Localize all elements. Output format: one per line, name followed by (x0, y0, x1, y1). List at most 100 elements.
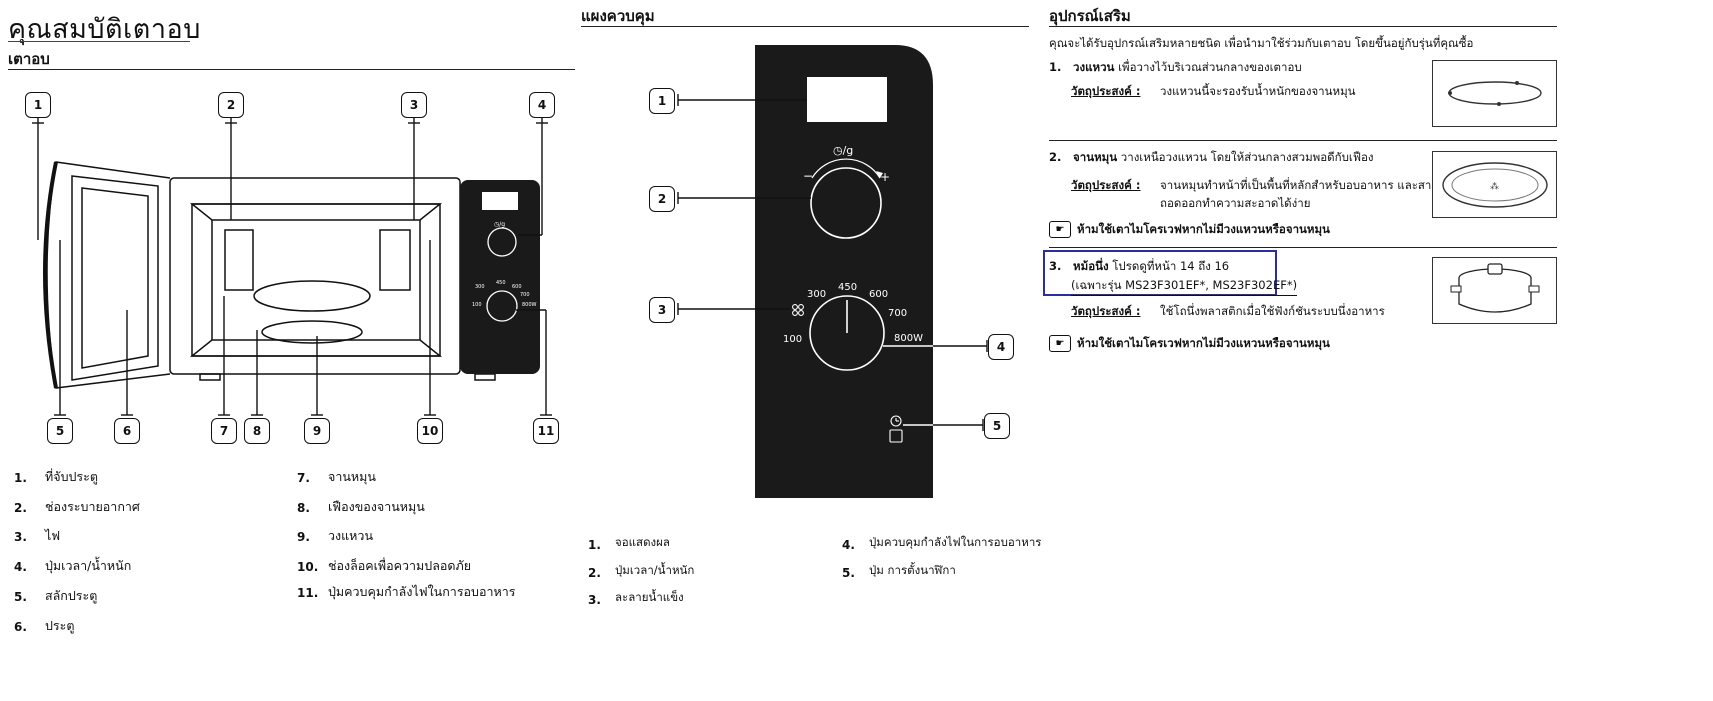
panel-callout-3: 3 (649, 297, 675, 323)
oven-diagram: ◷/g 300 450 600 700 800W 100 (32, 117, 552, 416)
list-item-text: ปุ่มเวลา/น้ำหนัก (615, 563, 695, 577)
purpose-label: วัตถุประสงค์ : (1071, 304, 1141, 318)
callout-1: 1 (25, 92, 51, 118)
callout-11: 11 (533, 418, 559, 444)
warning-2: ☛ ห้ามใช้เตาไมโครเวฟหากไม่มีวงแหวนหรือจาน… (1049, 335, 1330, 353)
control-panel-rule (581, 26, 1029, 27)
accessory-item-3: 3. หม้อนึ่ง โปรดดูที่หน้า 14 ถึง 16 (1049, 258, 1229, 276)
panel-callout-1: 1 (649, 88, 675, 114)
list-item-num: 1. (14, 471, 27, 485)
purpose-label: วัตถุประสงค์ : (1071, 178, 1141, 192)
callout-5: 5 (47, 418, 73, 444)
list-item-num: 4. (842, 538, 855, 552)
accessories-rule (1049, 26, 1557, 27)
warning-text: ห้ามใช้เตาไมโครเวฟหากไม่มีวงแหวนหรือจานห… (1077, 336, 1330, 350)
turntable-image: ⁂ (1432, 151, 1557, 218)
mini-watt-700: 700 (520, 292, 530, 298)
hand-pointer-icon: ☛ (1049, 221, 1071, 238)
list-item-num: 4. (14, 560, 27, 574)
item-desc: วางเหนือวงแหวน โดยให้ส่วนกลางสวมพอดีกับเ… (1117, 150, 1374, 164)
accessory-item-1: 1. วงแหวน เพื่อวางไว้บริเวณส่วนกลางของเต… (1049, 59, 1302, 77)
list-item-num: 5. (842, 566, 855, 580)
purpose-label: วัตถุประสงค์ : (1071, 84, 1141, 98)
list-item-num: 3. (588, 593, 601, 607)
control-panel-title: แผงควบคุม (581, 7, 655, 25)
panel-callout-4: 4 (988, 334, 1014, 360)
list-item-text: สลักประตู (45, 588, 98, 603)
plus-sign: + (880, 170, 890, 184)
title-underline (8, 41, 190, 42)
list-item-num: 7. (297, 471, 310, 485)
list-item-num: 2. (588, 566, 601, 580)
list-item-num: 6. (14, 620, 27, 634)
item-name: วงแหวน (1073, 60, 1115, 74)
steamer-image (1432, 257, 1557, 324)
mini-watt-300: 300 (475, 284, 485, 290)
list-item-text: จานหมุน (328, 469, 376, 484)
callout-8: 8 (244, 418, 270, 444)
clock-icon (889, 415, 903, 443)
list-item-num: 1. (588, 538, 601, 552)
list-item-text: ไฟ (45, 528, 61, 543)
list-item-text: จอแสดงผล (615, 535, 670, 549)
list-item-text: ปุ่ม การตั้งนาฬิกา (869, 563, 956, 577)
panel-callout-5: 5 (984, 413, 1010, 439)
callout-7: 7 (211, 418, 237, 444)
callout-10: 10 (417, 418, 443, 444)
list-item-num: 2. (14, 501, 27, 515)
callout-3: 3 (401, 92, 427, 118)
accessories-title: อุปกรณ์เสริม (1049, 7, 1131, 25)
list-item-text: ที่จับประตู (45, 469, 98, 484)
purpose-text-2: ถอดออกทำความสะอาดได้ง่าย (1160, 196, 1311, 210)
hand-pointer-icon: ☛ (1049, 335, 1071, 352)
list-item-num: 9. (297, 530, 310, 544)
watt-800-label: 800W (894, 333, 923, 344)
item-number: 1. (1049, 60, 1062, 74)
svg-text:⁂: ⁂ (1490, 181, 1499, 192)
list-item-num: 3. (14, 530, 27, 544)
list-item-num: 8. (297, 501, 310, 515)
item-divider (1049, 140, 1557, 141)
list-item-text: เฟืองของจานหมุน (328, 499, 425, 514)
item-divider (1049, 247, 1557, 248)
page-title: คุณสมบัติเตาอบ (8, 14, 201, 45)
panel-callout-2: 2 (649, 186, 675, 212)
list-item-num: 5. (14, 590, 27, 604)
mini-watt-800: 800W (522, 302, 537, 308)
item-desc: โปรดดูที่หน้า 14 ถึง 16 (1108, 259, 1230, 273)
list-item-text: ปุ่มควบคุมกำลังไฟในการอบอาหาร (869, 535, 1042, 549)
mini-watt-600: 600 (512, 284, 522, 290)
item-desc: เพื่อวางไว้บริเวณส่วนกลางของเตาอบ (1114, 60, 1302, 74)
callout-9: 9 (304, 418, 330, 444)
purpose-text: ใช้โถนึ่งพลาสติกเมื่อใช้ฟังก์ชันระบบนึ่ง… (1160, 304, 1385, 318)
list-item-text: วงแหวน (328, 528, 373, 543)
item-name: หม้อนึ่ง (1073, 259, 1109, 273)
accessory-item-2: 2. จานหมุน วางเหนือวงแหวน โดยให้ส่วนกลาง… (1049, 149, 1374, 167)
minus-sign: − (803, 169, 813, 183)
defrost-icon (792, 304, 804, 316)
watt-700-label: 700 (888, 308, 907, 319)
mini-watt-450: 450 (496, 280, 506, 286)
callout-2: 2 (218, 92, 244, 118)
panel-timer-mini-label: ◷/g (494, 221, 505, 228)
callout-4: 4 (529, 92, 555, 118)
watt-300-label: 300 (807, 289, 826, 300)
oven-section-title: เตาอบ (8, 50, 50, 68)
list-item-text: ปุ่มเวลา/น้ำหนัก (45, 558, 132, 573)
item-number: 2. (1049, 150, 1062, 164)
list-item-text: ช่องระบายอากาศ (45, 499, 140, 514)
warning-1: ☛ ห้ามใช้เตาไมโครเวฟหากไม่มีวงแหวนหรือจาน… (1049, 221, 1330, 239)
watt-450-label: 450 (838, 282, 857, 293)
ring-image (1432, 60, 1557, 127)
list-item-text: ช่องล็อคเพื่อความปลอดภัย (328, 558, 472, 573)
watt-100-label: 100 (783, 334, 802, 345)
timer-weight-label: ◷/g (833, 144, 853, 157)
list-item-num: 11. (297, 586, 319, 600)
list-item-text: ละลายน้ำแข็ง (615, 590, 684, 604)
item-name: จานหมุน (1073, 150, 1118, 164)
watt-600-label: 600 (869, 289, 888, 300)
warning-text: ห้ามใช้เตาไมโครเวฟหากไม่มีวงแหวนหรือจานห… (1077, 222, 1330, 236)
purpose-text: จานหมุนทำหน้าที่เป็นพื้นที่หลักสำหรับอบอ… (1160, 178, 1459, 192)
model-note: (เฉพาะรุ่น MS23F301EF*, MS23F302EF*) (1071, 277, 1298, 296)
oven-section-rule (8, 69, 575, 70)
